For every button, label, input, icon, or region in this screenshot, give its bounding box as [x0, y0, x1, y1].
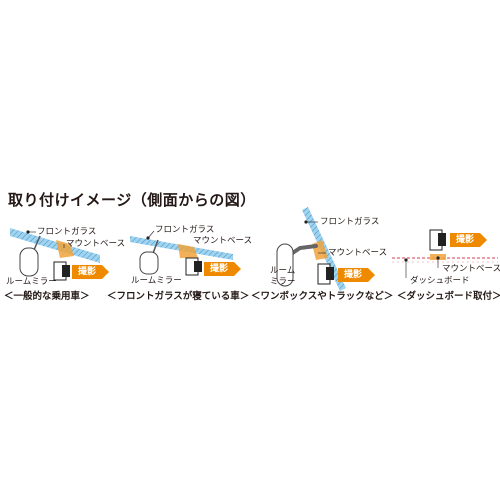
- scene-1-shoot-tag: 撮影: [72, 265, 109, 279]
- scene-2-mirror-label: ルームミラー: [131, 276, 182, 286]
- scene-1-glass-label: フロントガラス: [37, 227, 97, 237]
- scene-3-caption: ＜ワンボックスやトラックなど＞: [251, 291, 394, 302]
- scene-2-shoot-tag: 撮影: [204, 262, 241, 276]
- camera-icon: [317, 263, 334, 285]
- scene-3-mirror-label-2: ミラー: [270, 277, 296, 287]
- scene-3-diagram: [276, 207, 346, 291]
- scene-4-caption: ＜ダッシュボード取付＞: [397, 291, 500, 302]
- scene-3-glass-label: フロントガラス: [320, 217, 380, 227]
- scene-1-diagram: [10, 228, 100, 281]
- scene-3-shoot-tag: 撮影: [338, 268, 375, 282]
- mirror-icon: [276, 243, 294, 287]
- mirror-icon: [19, 247, 39, 277]
- scene-1-mount-label: マウントベース: [66, 239, 126, 249]
- scene-2-mount-label: マウントベース: [193, 236, 253, 246]
- scene-3-mount-label: マウントベース: [328, 248, 388, 258]
- scene-2-glass-label: フロントガラス: [155, 225, 215, 235]
- scene-1-mirror-label: ルームミラー: [6, 277, 57, 287]
- mirror-arm: [33, 235, 41, 251]
- scene-4-diagram: [392, 229, 498, 278]
- scene-2-caption: ＜フロントガラスが寝ている車＞: [107, 291, 250, 302]
- mount-base: [178, 244, 198, 258]
- windshield: [10, 228, 100, 263]
- mirror-icon: [139, 251, 159, 275]
- camera-icon: [185, 257, 202, 276]
- mount-base: [56, 240, 74, 258]
- camera-icon: [429, 229, 446, 251]
- scene-3-mirror-label-1: ルーム: [270, 266, 296, 276]
- scene-4-dash-label: ダッシュボード: [410, 276, 470, 286]
- page-title: 取り付けイメージ（側面からの図）: [8, 191, 256, 209]
- scene-4-mount-label: マウントベース: [442, 264, 500, 274]
- scene-4-shoot-tag: 撮影: [450, 233, 487, 247]
- scene-1-caption: ＜一般的な乗用車＞: [4, 291, 90, 302]
- camera-icon: [53, 261, 70, 281]
- scene-2-diagram: [130, 230, 233, 276]
